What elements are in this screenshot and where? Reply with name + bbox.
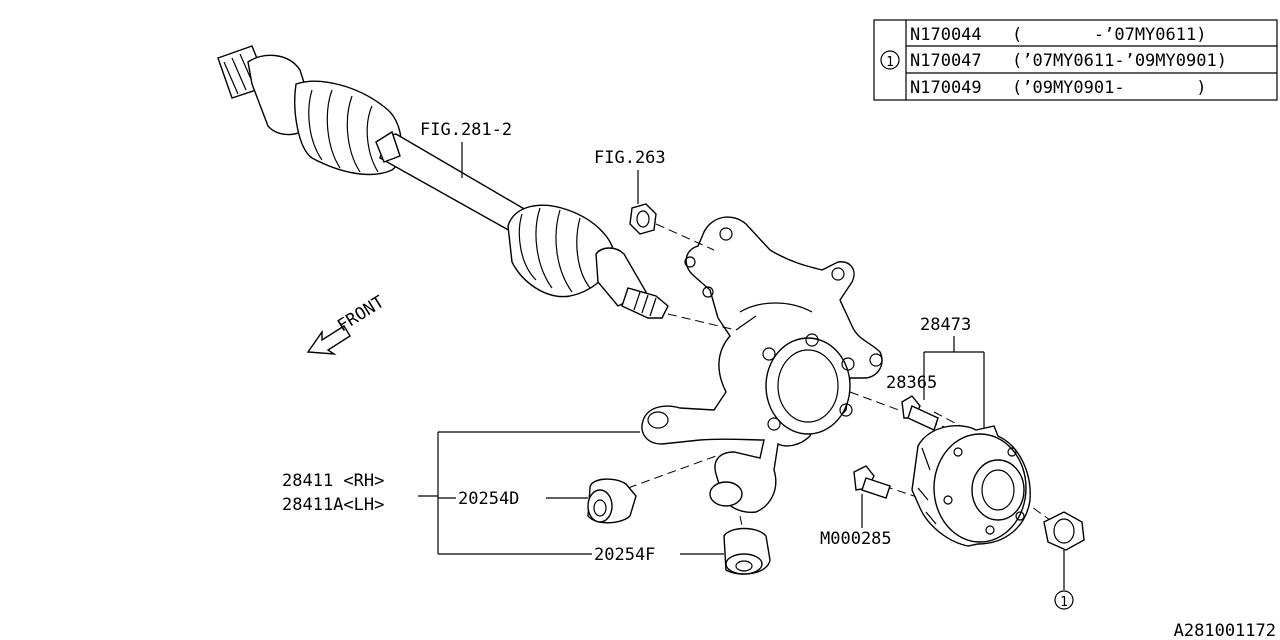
callout-28473: 28473 <box>920 315 971 335</box>
table-row-part: N170044 <box>910 25 982 45</box>
table-row-range: (’09MY0901- ) <box>1012 78 1206 98</box>
callout-28411-rh: 28411 <RH> <box>282 471 384 491</box>
drive-shaft <box>217 45 669 319</box>
axle-nut-ref1 <box>1043 511 1085 551</box>
callout-28365: 28365 <box>886 373 937 393</box>
callout-20254f: 20254F <box>594 545 655 565</box>
callout-28411a-lh: 28411A<LH> <box>282 495 384 515</box>
table-row-range: ( -’07MY0611) <box>1012 25 1206 45</box>
front-arrow-icon <box>306 325 351 355</box>
circled-1-icon <box>1054 590 1074 610</box>
axle-nut-fig263 <box>629 203 657 235</box>
circled-1-icon <box>880 50 900 70</box>
bushing-20254d <box>587 478 637 524</box>
drawing-id: A281001172 <box>1174 621 1276 640</box>
ref-key-label: 1 <box>1060 595 1068 610</box>
callout-fig-281-2: FIG.281-2 <box>420 120 512 140</box>
table-row-part: N170047 <box>910 51 982 71</box>
table-key: 1 <box>886 55 894 70</box>
callout-20254d: 20254D <box>458 489 519 509</box>
table-row-range: (’07MY0611-’09MY0901) <box>1012 51 1227 71</box>
front-label: FRONT <box>334 292 388 336</box>
hub-bearing-28473 <box>911 425 1031 547</box>
knuckle-housing <box>641 216 883 513</box>
table-row-part: N170049 <box>910 78 982 98</box>
bolt-m000285 <box>853 465 891 499</box>
hub-bolt-28365 <box>901 395 939 431</box>
applicability-table: 1 N170044 ( -’07MY0611) N170047 (’07MY06… <box>873 19 1278 101</box>
callout-m000285: M000285 <box>820 529 892 549</box>
bushing-20254f <box>723 527 771 575</box>
callout-fig-263: FIG.263 <box>594 148 666 168</box>
